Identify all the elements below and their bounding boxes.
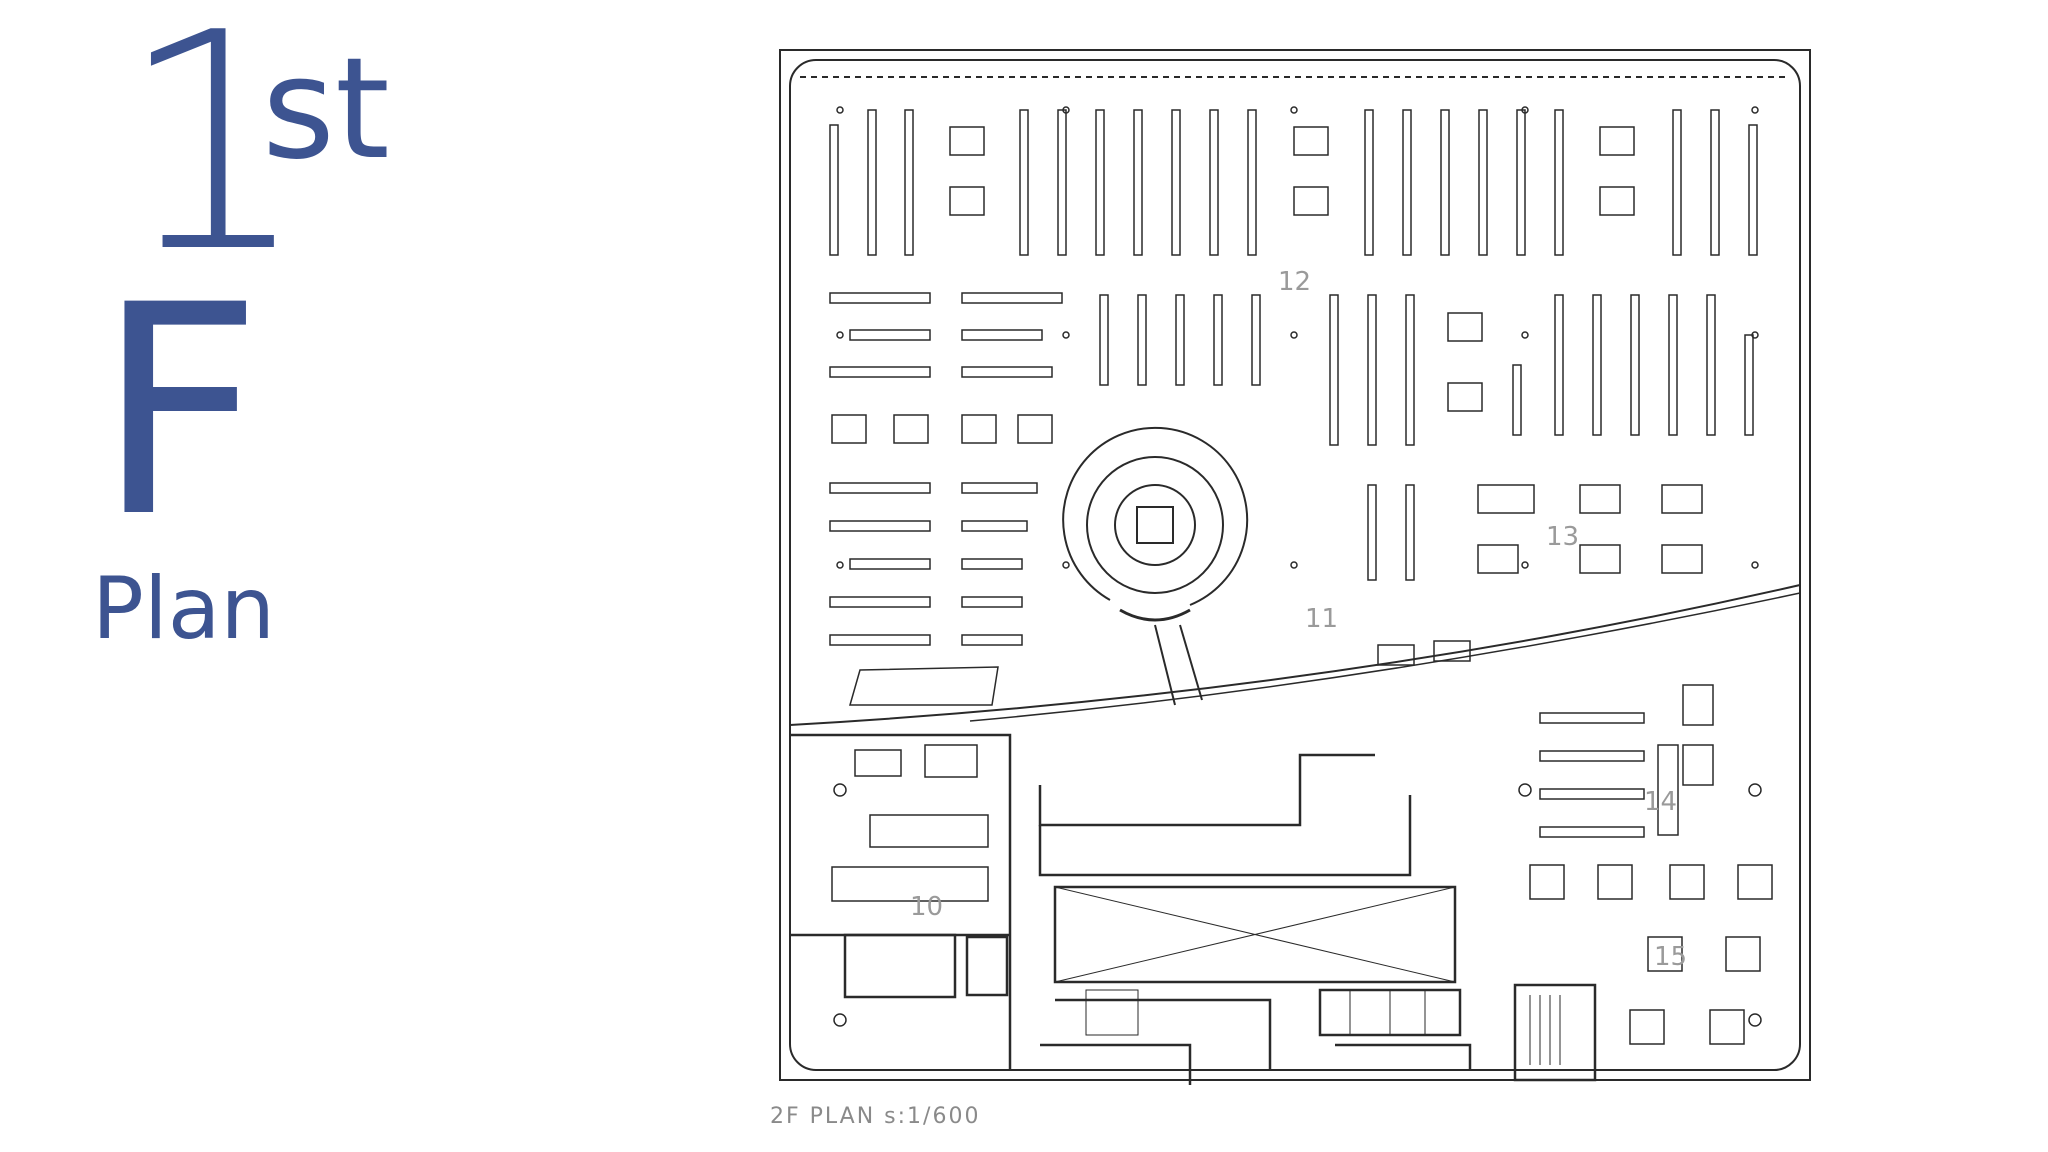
plan-outer-border	[779, 49, 1811, 1081]
shelving-left	[829, 292, 1063, 646]
zone-11-label: 11	[1305, 604, 1338, 634]
plan-scale-caption: 2F PLAN s:1/600	[770, 1104, 981, 1129]
columns	[833, 106, 1762, 1027]
spiral-stair-outer	[1062, 426, 1249, 606]
atrium-void	[1053, 885, 1457, 984]
curved-wall-inner	[969, 592, 1801, 722]
counters-right	[849, 666, 1679, 838]
curved-wall	[789, 584, 1801, 726]
floor-letter: F	[96, 244, 263, 581]
floor-number: 1	[118, 0, 309, 318]
zone-15-label: 15	[1654, 942, 1687, 972]
zone-10-label: 10	[910, 892, 943, 922]
zone-14-label: 14	[1644, 787, 1677, 817]
spiral-stair-inner	[1086, 456, 1224, 594]
floor-suffix: st	[262, 28, 390, 191]
floor-plan-drawing: 12 13 11 10 14 15	[779, 49, 1811, 1085]
shelving-mid	[1099, 294, 1754, 581]
tables	[831, 126, 1773, 1045]
stair-landing	[1136, 506, 1174, 544]
shelving-top	[829, 109, 1758, 256]
plan-inner-border	[789, 59, 1801, 1071]
plan-word: Plan	[92, 559, 275, 659]
stairwell	[1513, 983, 1597, 1082]
zone-13-label: 13	[1546, 522, 1579, 552]
service-core	[790, 733, 1597, 1085]
zone-12-label: 12	[1278, 267, 1311, 297]
